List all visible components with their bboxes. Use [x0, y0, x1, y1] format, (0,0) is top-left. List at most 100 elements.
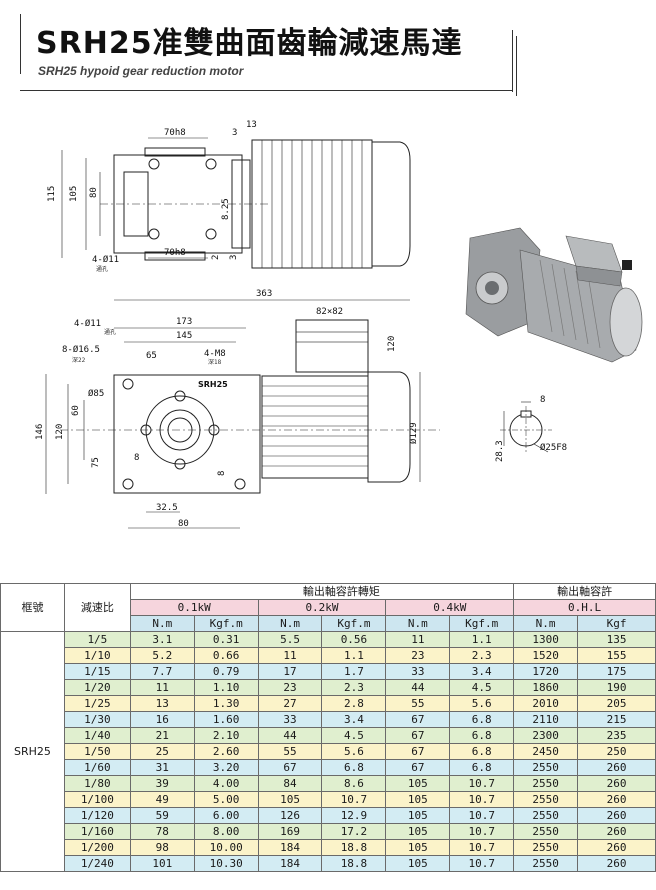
front-tap-top	[174, 390, 186, 402]
dim-top-105: 105	[69, 186, 79, 202]
cell-p1-nm: 49	[129, 791, 195, 808]
cell-ratio: 1/60	[63, 759, 131, 776]
cell-p2-kgf: 5.6	[321, 743, 387, 760]
page-title: SRH25准雙曲面齒輪減速馬達	[36, 26, 463, 61]
dim-front-depth22: 深22	[72, 356, 86, 364]
drawing-svg: 70h8 3 13 115 105 80 8.25 70h8 2 3 4-Ø11…	[35, 120, 643, 529]
cell-p1-nm: 78	[129, 823, 195, 840]
cell-p1-kgf: 1.30	[193, 695, 259, 712]
cell-ohl-kgf: 190	[577, 679, 656, 696]
cell-p2-nm: 169	[257, 823, 323, 840]
dim-front-32-5: 32.5	[156, 503, 178, 513]
cell-ohl-kgf: 215	[577, 711, 656, 728]
header-model: 框號	[0, 583, 65, 632]
cell-p4-nm: 67	[385, 727, 451, 744]
cell-ohl-nm: 2550	[513, 839, 579, 856]
cell-p2-kgf: 3.4	[321, 711, 387, 728]
dim-front-8b: 8	[217, 471, 227, 476]
top-bolt-hole-1	[148, 158, 160, 170]
top-flange-bottom	[144, 251, 206, 261]
cell-ohl-nm: 1520	[513, 647, 579, 664]
dim-top-8-25: 8.25	[221, 198, 231, 220]
cell-p4-nm: 67	[385, 759, 451, 776]
dim-front-146: 146	[35, 424, 45, 440]
technical-drawing: 70h8 3 13 115 105 80 8.25 70h8 2 3 4-Ø11…	[0, 100, 656, 580]
dim-top-2: 2	[211, 255, 221, 260]
cell-p2-kgf: 17.2	[321, 823, 387, 840]
shaft-detail	[500, 401, 552, 454]
dim-front-8: 8	[134, 453, 139, 463]
cell-ohl-nm: 1860	[513, 679, 579, 696]
cell-p4-kgf: 6.8	[449, 727, 515, 744]
cell-p2-nm: 17	[257, 663, 323, 680]
cell-ohl-nm: 2550	[513, 759, 579, 776]
cell-p4-nm: 23	[385, 647, 451, 664]
cell-p1-nm: 39	[129, 775, 195, 792]
dim-front-depth18: 深18	[208, 358, 222, 366]
front-mount-hole-3	[234, 478, 246, 490]
cell-p1-kgf: 8.00	[193, 823, 259, 840]
cell-p4-nm: 105	[385, 775, 451, 792]
cell-p4-nm: 105	[385, 791, 451, 808]
cell-p2-kgf: 2.3	[321, 679, 387, 696]
cell-p2-kgf: 6.8	[321, 759, 387, 776]
cell-p1-kgf: 0.31	[193, 631, 259, 648]
header-kgfm-1: Kgf.m	[193, 615, 259, 632]
cell-p1-nm: 59	[129, 807, 195, 824]
cell-ratio: 1/100	[63, 791, 131, 808]
cell-p4-kgf: 1.1	[449, 631, 515, 648]
front-model-label: SRH25	[198, 380, 228, 389]
cell-p2-nm: 184	[257, 855, 323, 872]
header-bracket-right	[506, 30, 513, 92]
cell-p2-nm: 84	[257, 775, 323, 792]
dim-front-4-holes: 4-Ø11	[74, 318, 101, 329]
cell-p4-kgf: 6.8	[449, 743, 515, 760]
cell-p1-nm: 7.7	[129, 663, 195, 680]
cell-ratio: 1/240	[63, 855, 131, 872]
top-bolt-hole-3	[148, 228, 160, 240]
dim-top-3b: 3	[229, 255, 239, 260]
cell-ohl-kgf: 260	[577, 855, 656, 872]
cell-p2-nm: 126	[257, 807, 323, 824]
cell-ohl-nm: 2300	[513, 727, 579, 744]
cell-p1-kgf: 0.66	[193, 647, 259, 664]
dim-front-120: 120	[55, 424, 65, 440]
cell-p1-kgf: 10.30	[193, 855, 259, 872]
cell-p1-kgf: 2.60	[193, 743, 259, 760]
header-kgf-ohl: Kgf	[577, 615, 656, 632]
cell-ratio: 1/80	[63, 775, 131, 792]
dim-front-65: 65	[146, 351, 157, 361]
dim-front-60: 60	[71, 405, 81, 416]
cell-ohl-kgf: 260	[577, 823, 656, 840]
cell-ohl-kgf: 205	[577, 695, 656, 712]
cell-p2-kgf: 1.1	[321, 647, 387, 664]
cell-ohl-kgf: 260	[577, 759, 656, 776]
header-bracket-bottom	[20, 90, 512, 91]
cell-ratio: 1/160	[63, 823, 131, 840]
top-bolt-hole-4	[205, 228, 217, 240]
cell-ratio: 1/200	[63, 839, 131, 856]
header-ohl: 0.H.L	[513, 599, 656, 616]
cell-ohl-kgf: 260	[577, 791, 656, 808]
front-mount-hole-1	[122, 378, 134, 390]
cell-p2-kgf: 18.8	[321, 855, 387, 872]
cell-p2-nm: 67	[257, 759, 323, 776]
cell-p1-nm: 3.1	[129, 631, 195, 648]
cell-p1-nm: 5.2	[129, 647, 195, 664]
header-nm-2: N.m	[257, 615, 323, 632]
cell-ohl-kgf: 260	[577, 839, 656, 856]
cell-p2-nm: 184	[257, 839, 323, 856]
spec-table: 框號 減速比 輸出軸容許轉矩 輸出軸容許 0.1kW 0.2kW 0.4kW 0…	[0, 583, 656, 872]
cell-p4-nm: 67	[385, 711, 451, 728]
front-terminal-box	[295, 319, 369, 373]
cell-ratio: 1/15	[63, 663, 131, 680]
cell-p2-kgf: 10.7	[321, 791, 387, 808]
header-nm-1: N.m	[129, 615, 195, 632]
cell-ohl-nm: 2450	[513, 743, 579, 760]
